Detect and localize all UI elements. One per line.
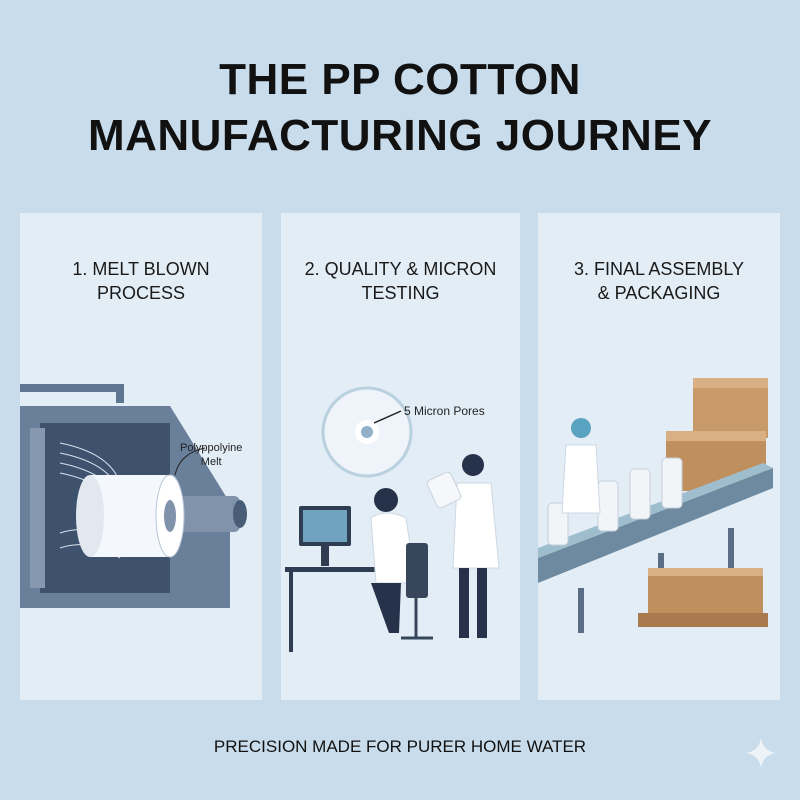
- lab-testing-illustration: [285, 386, 500, 652]
- panel-quality-testing: 2. QUALITY & MICRON TESTING 5 Micron Por…: [281, 213, 520, 700]
- callout-label: Polyppolyine Melt: [180, 441, 242, 469]
- panel-title-line: PROCESS: [96, 283, 186, 303]
- title-line-2: MANUFACTURING JOURNEY: [87, 111, 713, 160]
- panel-title-line: TESTING: [361, 283, 440, 303]
- sparkle-icon: [746, 738, 776, 768]
- footer-tagline: PRECISION MADE FOR PURER HOME WATER: [213, 737, 587, 756]
- panel-title-line: 3. FINAL ASSEMBLY: [573, 259, 745, 279]
- panel-title: 3. FINAL ASSEMBLY & PACKAGING: [538, 257, 780, 305]
- panel-assembly-packaging: 3. FINAL ASSEMBLY & PACKAGING: [538, 213, 780, 700]
- page-title: THE PP COTTON MANUFACTURING JOURNEY: [0, 52, 800, 164]
- panel-title: 2. QUALITY & MICRON TESTING: [281, 257, 520, 305]
- panel-title-line: 2. QUALITY & MICRON: [304, 259, 497, 279]
- panel-title-line: & PACKAGING: [597, 283, 721, 303]
- panel-title: 1. MELT BLOWN PROCESS: [20, 257, 262, 305]
- callout-line: Polyppolyine: [180, 442, 243, 454]
- panel-title-line: 1. MELT BLOWN: [72, 259, 210, 279]
- melt-blown-machine-illustration: [20, 384, 247, 608]
- callout-line: Melt: [200, 456, 222, 468]
- panel-melt-blown: 1. MELT BLOWN PROCESS Polyppolyine Melt: [20, 213, 262, 700]
- callout-label: 5 Micron Pores: [404, 404, 485, 418]
- packaging-line-illustration: [538, 378, 773, 633]
- title-line-1: THE PP COTTON: [219, 55, 581, 104]
